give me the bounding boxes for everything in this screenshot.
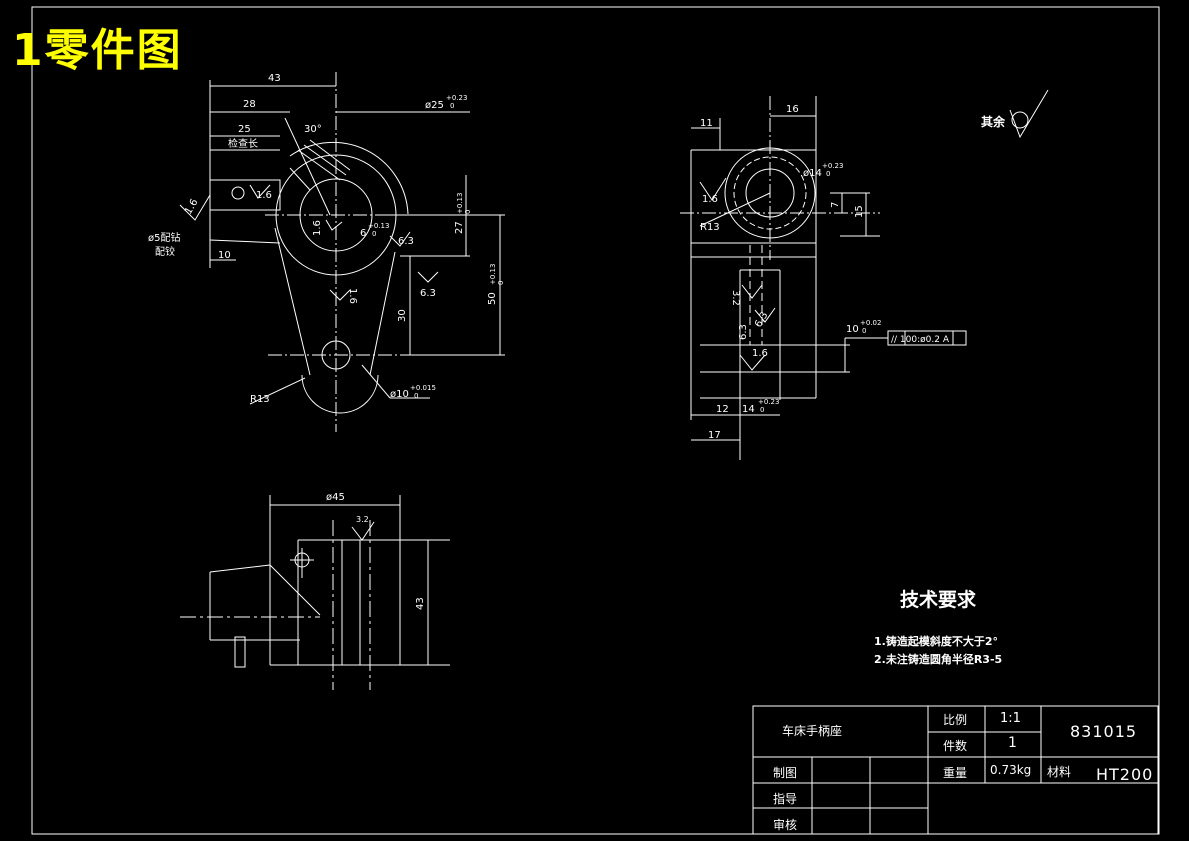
review-label: 审核 <box>773 818 798 832</box>
dim-check-length: 检查长 <box>228 137 258 150</box>
dim-27-tol0: 0 <box>464 210 472 214</box>
dim-27-tol: +0.13 <box>456 193 464 214</box>
dim-10: 10 <box>218 250 231 261</box>
dimension-texts: 43 28 25 30° 检查长 ø25 +0.23 0 1.6 1.6 1.6… <box>148 73 950 610</box>
dim-dia25-tol0: 0 <box>450 102 454 110</box>
dim-28: 28 <box>243 99 256 110</box>
dim-6-tol: +0.13 <box>368 222 389 230</box>
dim-27: 27 <box>454 221 465 234</box>
dim-50: 50 <box>487 292 498 305</box>
rough-1-6-a: 1.6 <box>256 190 272 201</box>
drawing-number: 831015 <box>1070 722 1138 741</box>
dim-50-tol: +0.13 <box>489 264 497 285</box>
dim-43: 43 <box>268 73 281 84</box>
rough-3-2-a: 3.2 <box>730 290 741 306</box>
bottom-view <box>180 495 450 690</box>
roughness-other-symbol <box>1009 89 1049 139</box>
part-name: 车床手柄座 <box>782 724 843 738</box>
dim-11: 11 <box>700 118 713 129</box>
drawing-title: 1零件图 <box>12 25 183 76</box>
drawing-border <box>31 6 1160 835</box>
dim-dia14-tol0: 0 <box>826 170 830 178</box>
dim-dia14-tol: +0.23 <box>822 162 843 170</box>
dim-30deg: 30° <box>304 124 322 135</box>
rough-6-3-c: 6.3 <box>753 310 770 329</box>
dim-10b-tol: +0.02 <box>860 319 881 327</box>
dim-dia25-tol: +0.23 <box>446 94 467 102</box>
dim-r13-b: R13 <box>700 222 720 233</box>
dim-17: 17 <box>708 430 721 441</box>
material-value: HT200 <box>1096 765 1154 784</box>
dim-14: 14 <box>742 404 755 415</box>
rough-6-3-b: 6.3 <box>420 288 436 299</box>
rough-1-6-f: 1.6 <box>752 348 768 359</box>
drawn-by-label: 制图 <box>773 766 798 780</box>
guide-label: 指导 <box>773 792 798 806</box>
rough-1-6-d: 1.6 <box>347 288 358 304</box>
rough-6-3-a: 6.3 <box>398 236 414 247</box>
qty-label: 件数 <box>943 739 968 753</box>
dim-10b-tol0: 0 <box>862 327 866 335</box>
tech-requirements-heading: 技术要求 <box>900 589 977 611</box>
dim-dia5: ø5配钻 <box>148 231 180 244</box>
dim-dia25: ø25 <box>425 100 444 111</box>
dim-14-tol: +0.23 <box>758 398 779 406</box>
tech-requirement-item: 2.未注铸造圆角半径R3-5 <box>874 653 1003 666</box>
weight-value: 0.73kg <box>990 763 1032 777</box>
dim-dia10-tol: +0.015 <box>410 384 436 392</box>
tech-requirement-item: 1.铸造起模斜度不大于2° <box>874 635 998 648</box>
dim-15: 15 <box>854 205 865 218</box>
rough-3-2-b: 3.2 <box>356 515 369 524</box>
dim-dia10: ø10 <box>390 389 409 400</box>
rough-1-6-b: 1.6 <box>183 197 200 216</box>
material-label: 材料 <box>1047 765 1072 779</box>
dim-dia45: ø45 <box>326 492 345 503</box>
dim-dia14: ø14 <box>803 168 822 179</box>
dim-25: 25 <box>238 124 251 135</box>
dim-dia5-ream: 配铰 <box>155 245 175 258</box>
dim-30: 30 <box>397 309 408 322</box>
dim-12: 12 <box>716 404 729 415</box>
dim-6: 6 <box>360 228 366 239</box>
front-view <box>179 72 505 432</box>
dim-7: 7 <box>830 202 841 208</box>
side-view <box>680 96 967 460</box>
dim-50-tol0: 0 <box>497 281 505 285</box>
dim-16: 16 <box>786 104 799 115</box>
dim-r13-a: R13 <box>250 394 270 405</box>
rough-1-6-e: 1.6 <box>702 194 718 205</box>
rough-1-6-c: 1.6 <box>312 220 323 236</box>
geometric-tolerance: // 100:ø0.2 A <box>891 335 950 345</box>
weight-label: 重量 <box>943 766 968 780</box>
scale-value: 1:1 <box>1000 711 1021 726</box>
dim-14-tol0: 0 <box>760 406 764 414</box>
dim-6-tol0: 0 <box>372 230 376 238</box>
dim-dia10-tol0: 0 <box>414 392 418 400</box>
scale-label: 比例 <box>943 713 968 727</box>
rough-6-3-d: 6.3 <box>738 324 749 340</box>
title-block <box>752 705 1159 835</box>
dim-43b: 43 <box>415 597 426 610</box>
dim-10b: 10 <box>846 324 859 335</box>
qty-value: 1 <box>1008 735 1017 751</box>
roughness-other-label: 其余 <box>981 115 1006 129</box>
